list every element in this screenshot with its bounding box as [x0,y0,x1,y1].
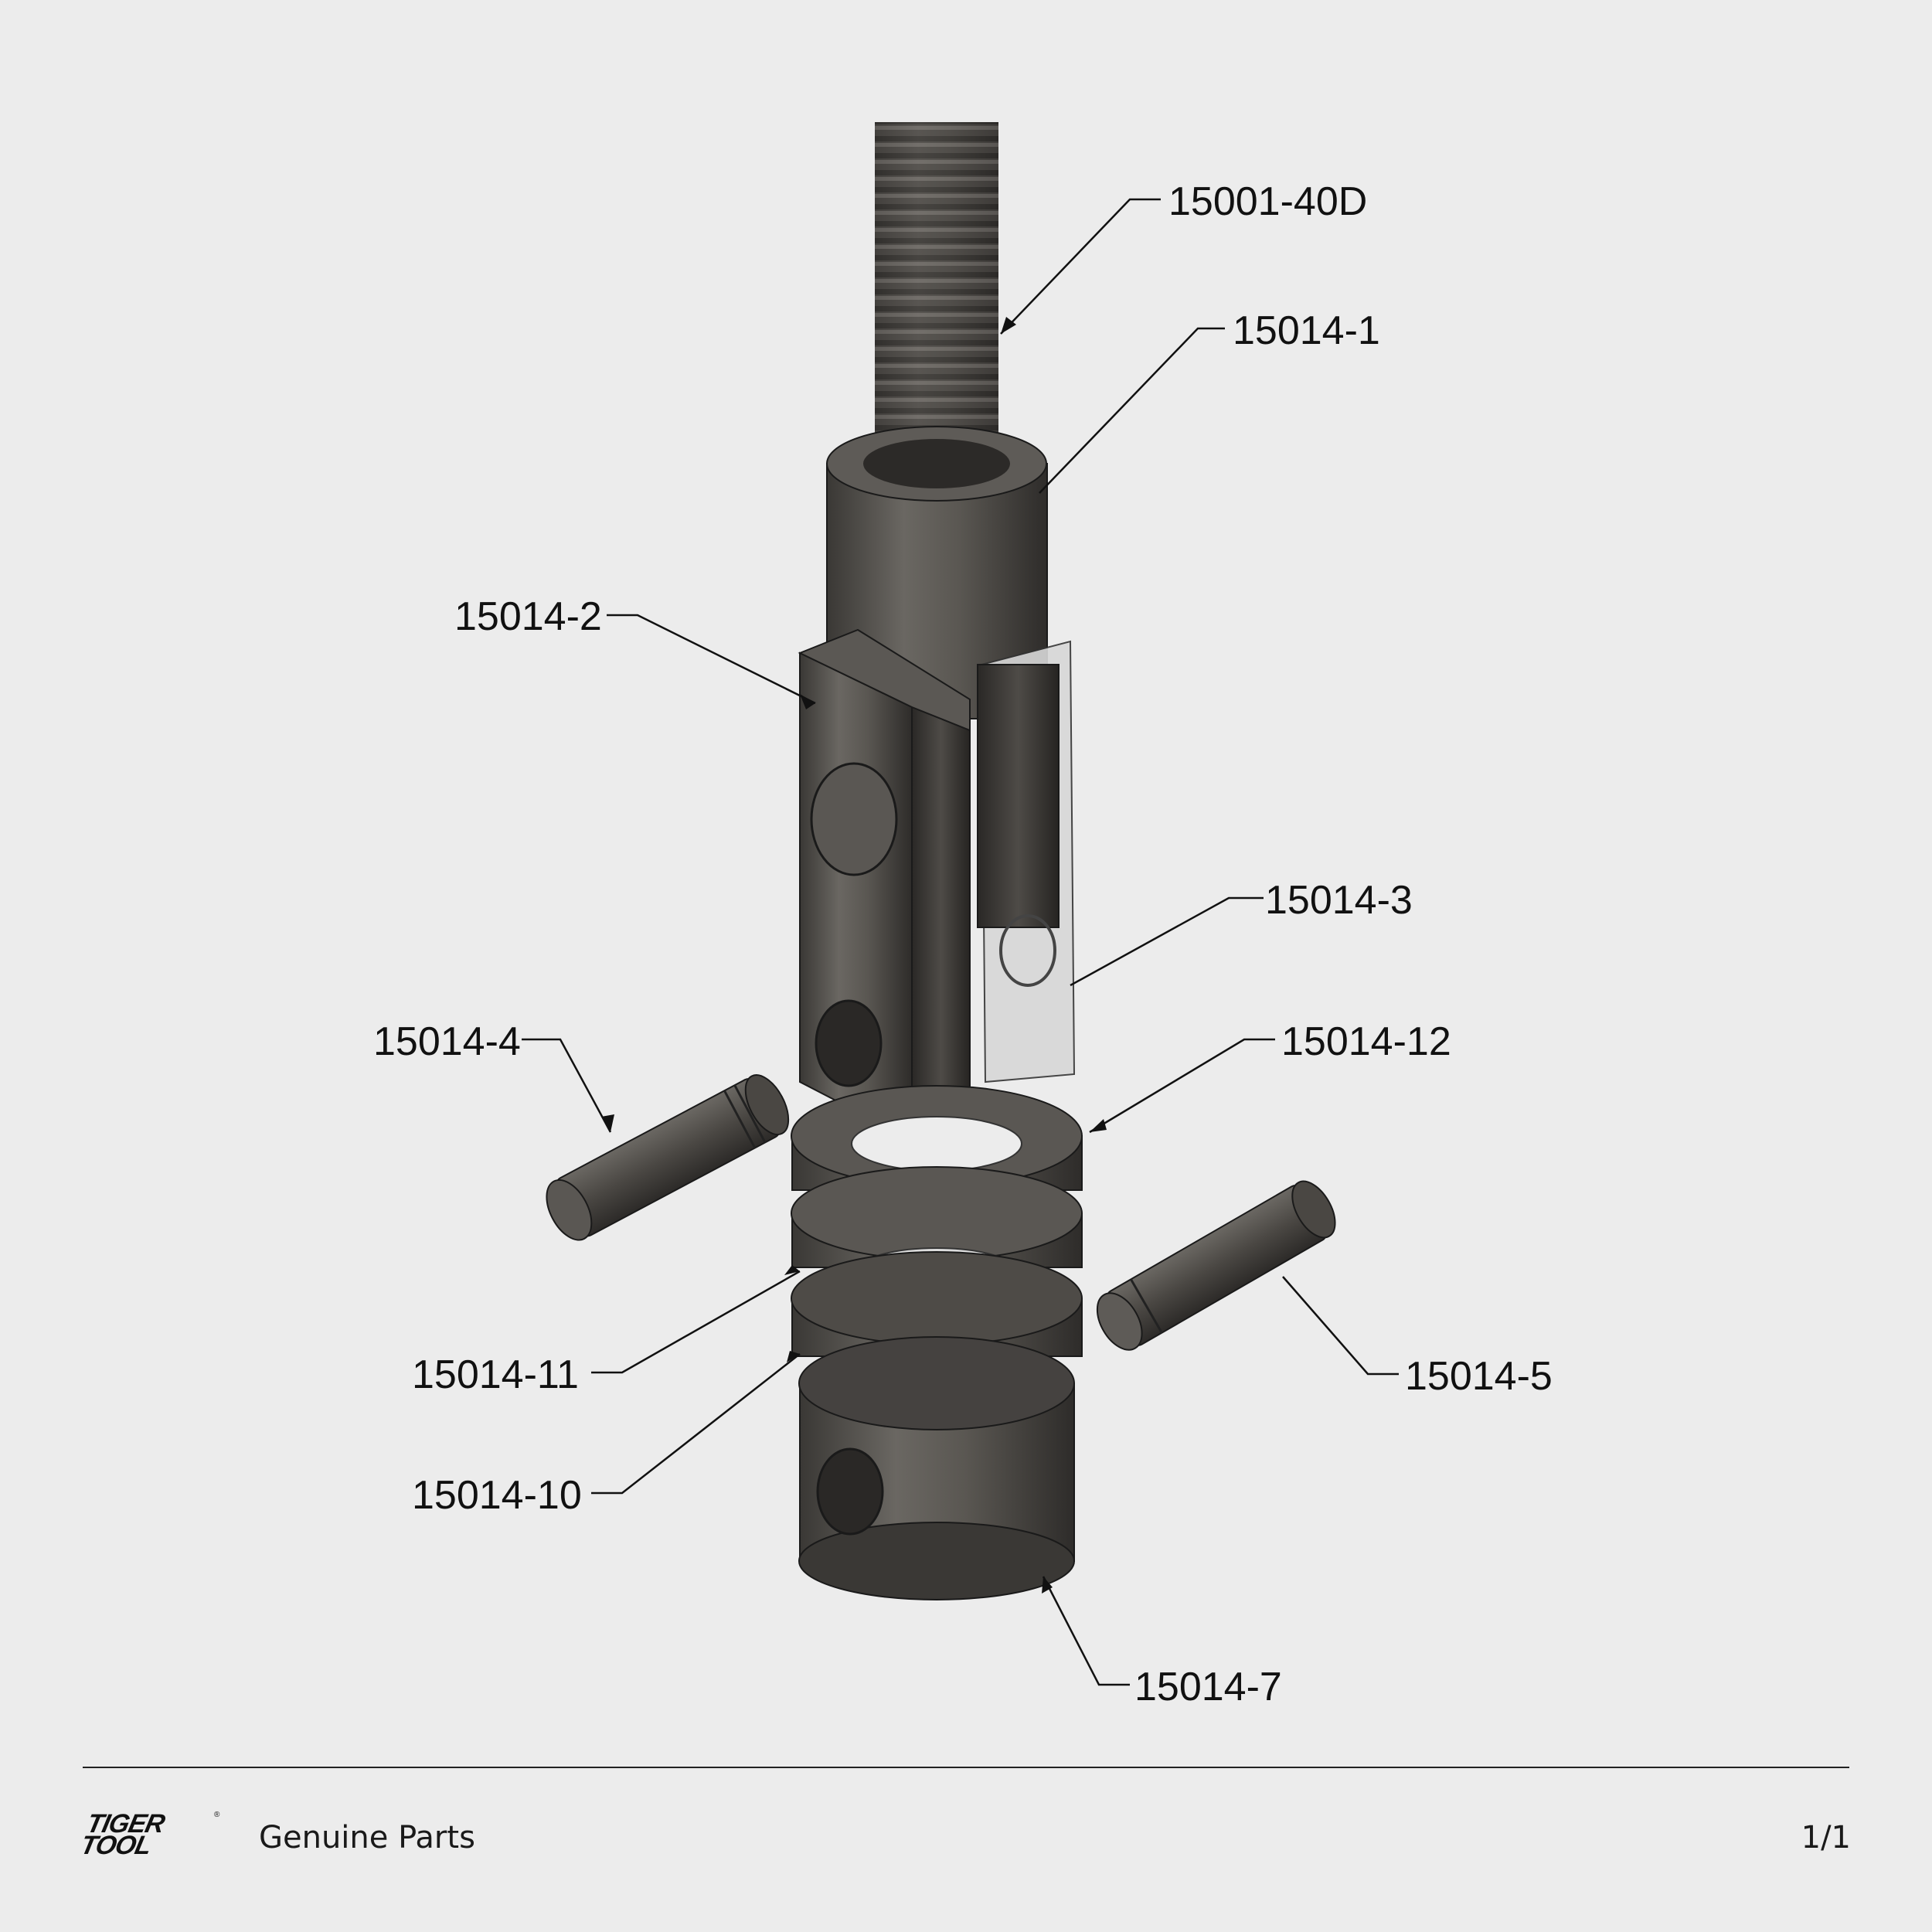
callout-base-cup: 15014-7 [1134,1665,1282,1709]
leader-pin-right [1282,1276,1399,1376]
pin-right [1096,1180,1336,1351]
callout-rod: 15001-40D [1168,179,1367,224]
callout-yoke-right: 15014-3 [1265,878,1413,923]
yoke-left-block [798,628,971,1141]
page-number: 1/1 [1801,1820,1851,1855]
leader-rod [1000,198,1161,335]
leader-bearing-upper [1089,1038,1275,1134]
callout-bearing-upper: 15014-12 [1281,1019,1451,1064]
leader-lines [522,198,1399,1686]
leader-pin-left [522,1038,612,1133]
leader-base-cup [1042,1576,1130,1686]
pin-left [546,1074,790,1241]
footer-tagline: Genuine Parts [259,1820,475,1855]
callout-pin-left: 15014-4 [373,1019,521,1064]
callout-collar: 15014-1 [1233,308,1380,353]
brand-logo: TIGER TOOL ® [77,1809,228,1860]
base-cup [798,1336,1075,1600]
footer-divider [83,1767,1849,1768]
brand-logo-line2: TOOL [77,1831,154,1860]
arrowheads [601,317,1107,1594]
leader-collar [1039,327,1225,494]
yoke-right-plate [977,640,1076,1083]
leader-bearing-middle [591,1270,801,1374]
callout-bearing-middle: 15014-11 [412,1352,579,1397]
brand-registered-mark: ® [214,1811,220,1819]
leader-yoke-right [1070,896,1264,987]
bearing-stack [791,1085,1083,1357]
callout-bearing-lower: 15014-10 [412,1473,582,1518]
leader-yoke-left [607,614,816,705]
leader-bearing-lower [591,1353,801,1495]
callout-yoke-left: 15014-2 [454,594,602,639]
callout-pin-right: 15014-5 [1405,1354,1553,1399]
